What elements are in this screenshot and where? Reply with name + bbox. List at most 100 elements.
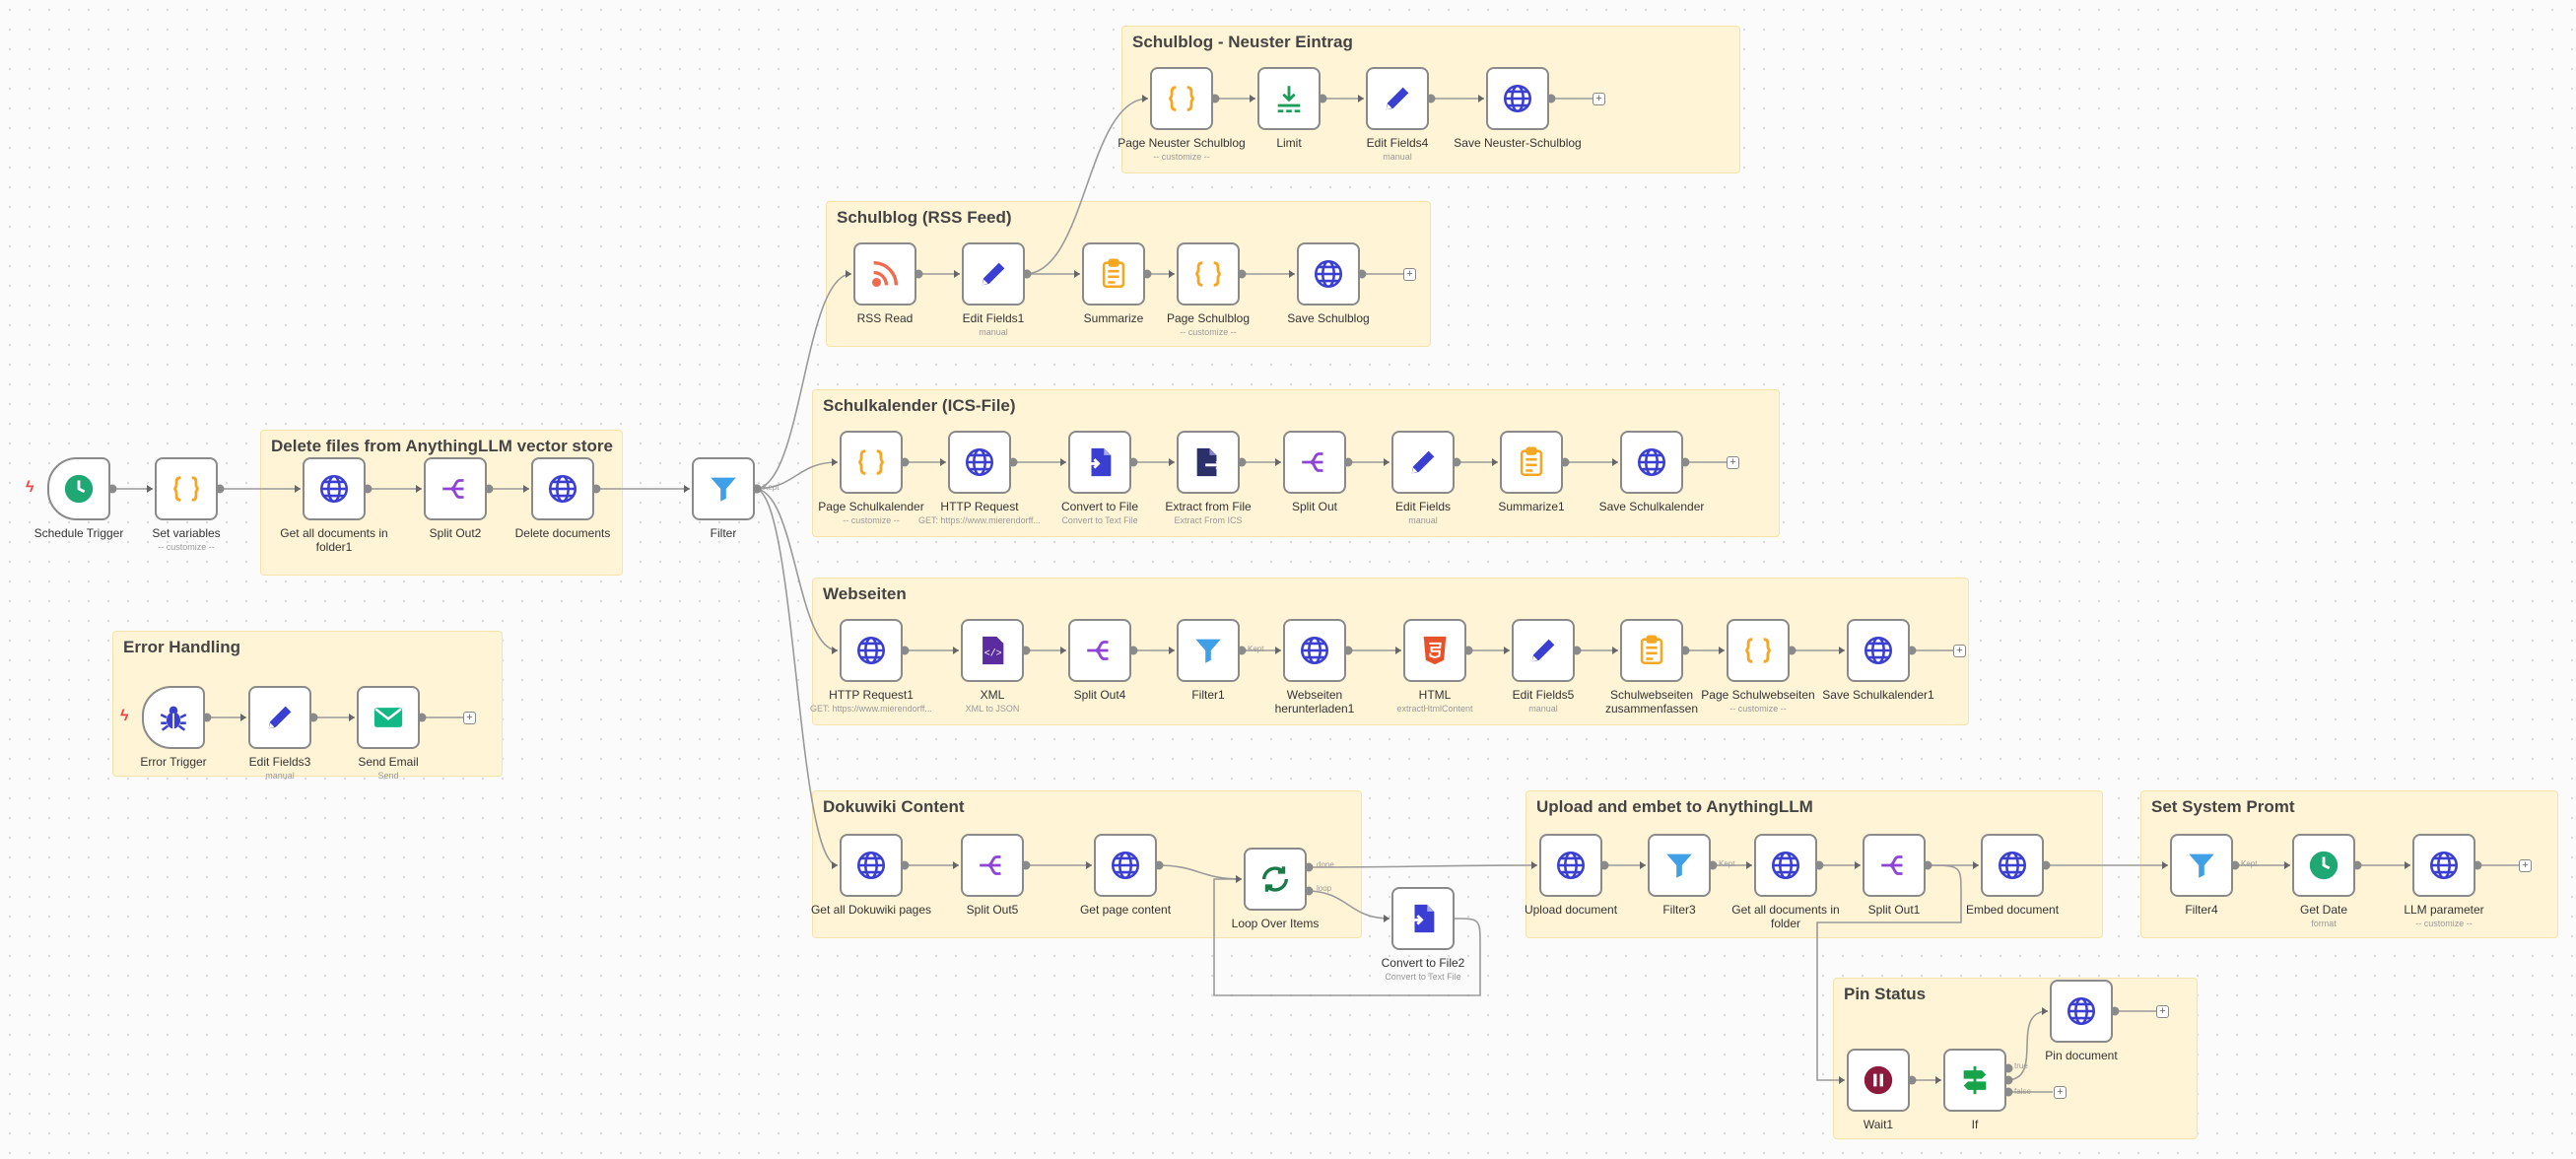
workflow-node-extract[interactable] [1177, 431, 1240, 494]
add-node-button[interactable]: + [463, 712, 476, 724]
node-label: Convert to File2 [1381, 956, 1465, 970]
workflow-node-loop[interactable] [1244, 848, 1307, 911]
connection-filter-pagekal[interactable] [754, 461, 839, 490]
node-label: Filter [710, 526, 737, 540]
add-node-button[interactable]: + [1403, 268, 1416, 281]
workflow-node-edit4[interactable] [1366, 67, 1429, 130]
workflow-node-limit[interactable] [1257, 67, 1321, 130]
workflow-node-edit5[interactable] [1512, 619, 1575, 682]
connection-filter-rss[interactable] [754, 273, 852, 490]
connection-arrow [2162, 861, 2168, 869]
workflow-node-saveneuster[interactable] [1486, 67, 1549, 130]
node-subtitle: Convert to Text File [1061, 515, 1138, 525]
workflow-node-getalldocs1[interactable] [303, 457, 366, 520]
workflow-node-split5[interactable] [961, 834, 1024, 897]
workflow-node-errtrigger[interactable] [142, 686, 205, 749]
node-label: Limit [1276, 136, 1302, 150]
pencil-icon [263, 701, 297, 734]
workflow-node-xml[interactable]: </> [961, 619, 1024, 682]
workflow-node-sendemail[interactable] [357, 686, 420, 749]
sticky-note-title: Error Handling [123, 638, 241, 656]
workflow-node-savekal[interactable] [1620, 431, 1683, 494]
connection-arrow [1973, 861, 1979, 869]
workflow-node-summarize[interactable] [1082, 242, 1145, 306]
loop-icon [1258, 862, 1292, 896]
workflow-node-filter1[interactable] [1177, 619, 1240, 682]
workflow-node-getdate[interactable] [2292, 834, 2355, 897]
workflow-node-edit3[interactable] [248, 686, 311, 749]
add-node-button[interactable]: + [1727, 456, 1739, 469]
workflow-node-rss[interactable] [853, 242, 916, 306]
workflow-node-editfields[interactable] [1391, 431, 1455, 494]
workflow-node-html[interactable] [1403, 619, 1466, 682]
add-node-button[interactable]: + [2519, 859, 2532, 872]
node-label: Error Trigger [140, 755, 207, 769]
connection-arrow [832, 861, 838, 869]
workflow-node-pagekal[interactable] [840, 431, 903, 494]
connection-loop-done-upload[interactable] [1306, 864, 1538, 868]
workflow-node-convfile[interactable] [1068, 431, 1131, 494]
filter-icon [707, 472, 740, 506]
workflow-node-split2[interactable] [424, 457, 487, 520]
connection-arrow [295, 485, 301, 493]
node-subtitle: GET: https://www.mierendorff... [810, 704, 932, 714]
workflow-node-httpreq1[interactable] [840, 619, 903, 682]
workflow-node-webzus[interactable] [1620, 619, 1683, 682]
workflow-node-deletedocs[interactable] [531, 457, 594, 520]
connection-getpage-loop[interactable] [1156, 864, 1243, 880]
workflow-node-summarize1[interactable] [1500, 431, 1563, 494]
workflow-node-pindoc[interactable] [2050, 980, 2113, 1043]
filter-icon [1191, 634, 1225, 667]
workflow-node-split4[interactable] [1068, 619, 1131, 682]
split-icon [1877, 849, 1911, 882]
workflow-node-upload[interactable] [1539, 834, 1602, 897]
globe-icon [1635, 445, 1668, 479]
connection-if-pindoc[interactable] [2005, 1010, 2049, 1081]
workflow-node-setvars[interactable] [155, 457, 218, 520]
xml-icon: </> [976, 634, 1009, 667]
connection-arrow [1640, 861, 1646, 869]
code-icon [1191, 257, 1225, 291]
workflow-node-convfile2[interactable] [1391, 887, 1455, 950]
connection-loop-convfile2[interactable] [1306, 890, 1390, 920]
workflow-node-filter3[interactable] [1648, 834, 1711, 897]
add-node-button[interactable]: + [1593, 93, 1605, 105]
workflow-node-saveschulblog[interactable] [1297, 242, 1360, 306]
sticky-note-title: Pin Status [1844, 985, 1927, 1003]
connection-filter-httpreq1[interactable] [754, 488, 839, 651]
workflow-node-pageschulblog[interactable] [1177, 242, 1240, 306]
connection-filter-getdoku[interactable] [754, 488, 839, 866]
connection-convfile2-loop[interactable] [1213, 878, 1481, 996]
connection-edit1-pageneuster[interactable] [1024, 98, 1149, 275]
connection-arrow [832, 458, 838, 466]
sticky-note-s1[interactable]: Schulblog - Neuster Eintrag [1121, 26, 1740, 173]
add-node-button[interactable]: + [2156, 1005, 2169, 1018]
workflow-node-pageneuster[interactable] [1150, 67, 1213, 130]
workflow-node-webdl[interactable] [1283, 619, 1346, 682]
workflow-node-getdoku[interactable] [840, 834, 903, 897]
workflow-node-llmparam[interactable] [2412, 834, 2475, 897]
node-label: RSS Read [856, 311, 914, 325]
workflow-node-filter[interactable] [692, 457, 755, 520]
workflow-node-schedule[interactable] [47, 457, 110, 520]
workflow-node-getalldocs[interactable] [1754, 834, 1817, 897]
node-label: Get all Dokuwiki pages [810, 903, 932, 917]
add-node-button[interactable]: + [2054, 1086, 2067, 1099]
workflow-node-edit1[interactable] [962, 242, 1025, 306]
workflow-node-split1[interactable] [1863, 834, 1926, 897]
workflow-node-savekal1[interactable] [1847, 619, 1910, 682]
workflow-node-if[interactable] [1943, 1049, 2006, 1112]
connection-split1-wait1[interactable] [1816, 864, 1962, 1081]
add-node-button[interactable]: + [1953, 645, 1966, 657]
code-icon [169, 472, 203, 506]
workflow-node-getpage[interactable] [1094, 834, 1157, 897]
connection-arrow [1169, 458, 1175, 466]
workflow-node-filter4[interactable] [2170, 834, 2233, 897]
workflow-node-wait1[interactable] [1847, 1049, 1910, 1112]
node-label: Page Schulkalender [818, 500, 924, 513]
workflow-node-httpreq[interactable] [948, 431, 1011, 494]
workflow-node-pagewebs[interactable] [1727, 619, 1790, 682]
workflow-node-embed[interactable] [1981, 834, 2044, 897]
workflow-node-splitout[interactable] [1283, 431, 1346, 494]
